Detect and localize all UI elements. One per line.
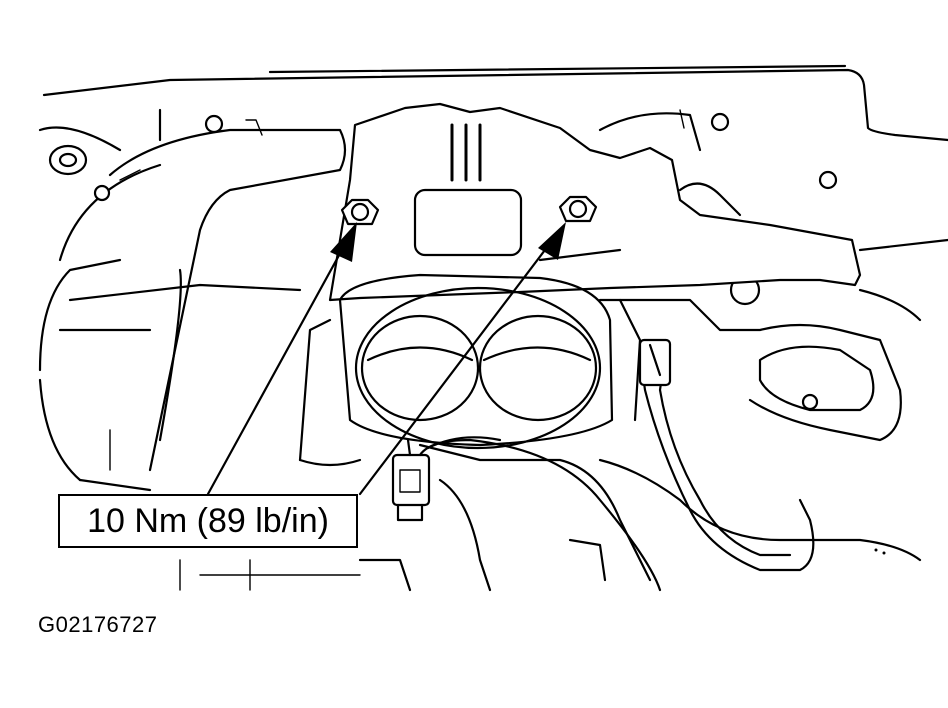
detail-lines xyxy=(109,109,886,555)
figure-id: G02176727 xyxy=(38,612,158,637)
lower-manifold xyxy=(179,443,922,592)
sensor-connector xyxy=(391,436,662,592)
engine-cover xyxy=(38,64,948,152)
arrow-icon xyxy=(538,222,566,260)
nut-right xyxy=(558,195,598,223)
cover-bolt-left xyxy=(48,144,88,176)
left-intake-duct xyxy=(38,128,347,492)
arrow-icon xyxy=(330,222,357,262)
torque-label: 10 Nm (89 lb/in) xyxy=(87,501,329,540)
nut-left xyxy=(340,198,380,226)
bolts-top xyxy=(93,112,838,306)
manifold-cover xyxy=(328,102,862,302)
torque-callout: 10 Nm (89 lb/in) xyxy=(58,494,358,548)
throttle-body xyxy=(298,273,642,462)
right-intake-duct xyxy=(598,182,948,442)
harness-right xyxy=(638,338,815,572)
leader-lines xyxy=(206,222,566,496)
